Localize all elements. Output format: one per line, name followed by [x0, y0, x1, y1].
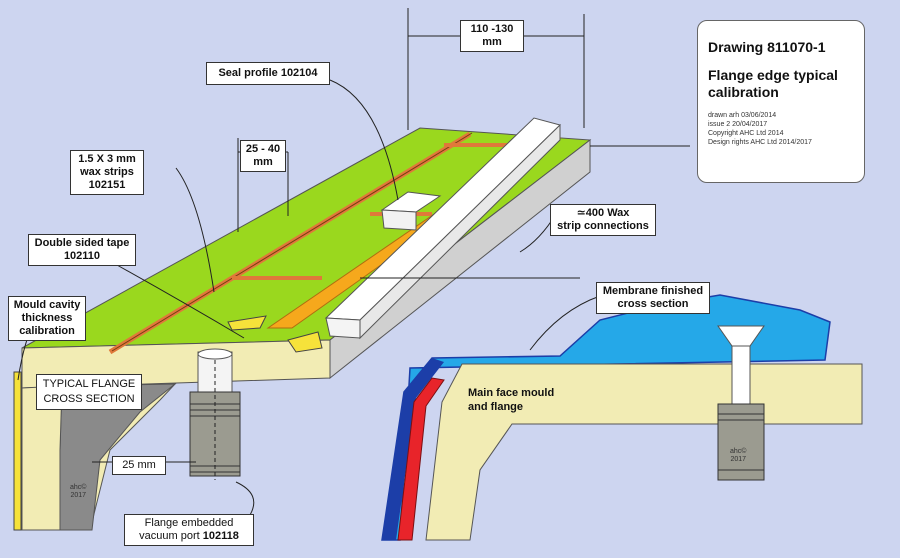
vacuum-port-body: [717, 403, 765, 481]
mould-cavity-label: Mould cavity thickness calibration: [8, 296, 86, 341]
title-line-1: Flange edge typical: [708, 67, 838, 83]
wax-strips-label: 1.5 X 3 mm wax strips 102151: [70, 150, 144, 195]
vacuum-port-label: Flange embedded vacuum port 102118: [124, 514, 254, 546]
drawing-meta: drawn arh 03/06/2014 issue 2 20/04/2017 …: [708, 111, 854, 147]
dim-unit: mm: [482, 36, 502, 48]
stamp-text: 2017: [730, 456, 747, 463]
leader-line: [107, 259, 245, 339]
flange-cross-section-label: TYPICAL FLANGE CROSS SECTION: [36, 374, 142, 410]
stamp-right: ahc© 2017: [730, 448, 746, 464]
label-text: CROSS SECTION: [43, 393, 135, 405]
edge-strip: [13, 371, 22, 531]
dim-value: 25 mm: [122, 459, 156, 471]
label-text: vacuum port 102118: [129, 530, 249, 543]
label-text: TYPICAL FLANGE: [42, 378, 136, 390]
label-text: Double sided tape: [34, 237, 130, 249]
stamp-text: ahc©: [70, 484, 87, 491]
leader-line: [235, 481, 255, 516]
leader-line: [175, 167, 215, 293]
tape-tab: [227, 315, 267, 331]
tape-tab: [287, 331, 323, 353]
vacuum-port-insert: [731, 345, 751, 407]
label-text: ≃400 Wax: [576, 207, 630, 219]
label-text: wax strips: [80, 166, 134, 178]
vacuum-port-top: [197, 348, 233, 360]
stamp-text: 2017: [70, 492, 87, 499]
dim-label-110-130: 110 -130 mm: [460, 20, 524, 52]
wax-strip-line: [111, 132, 473, 352]
label-text: 102110: [63, 250, 101, 262]
label-text: thickness: [21, 312, 73, 324]
label-text: 102151: [88, 179, 126, 191]
stamp-left: ahc© 2017: [70, 484, 86, 500]
drawing-number: Drawing 811070-1: [708, 39, 826, 55]
seal-sample-front: [381, 209, 417, 231]
leader-line: [329, 79, 399, 201]
dim-label-25-40: 25 - 40 mm: [240, 140, 286, 172]
title-line-2: calibration: [708, 84, 779, 100]
dim-value: 25 - 40: [245, 143, 281, 155]
label-text: Flange embedded: [144, 517, 234, 529]
tape-label: Double sided tape 102110: [28, 234, 136, 266]
dim-value: 110 -130: [470, 23, 514, 35]
mould-side-face: [329, 138, 591, 380]
label-text: 1.5 X 3 mm: [78, 153, 136, 165]
label-text-part: vacuum port: [139, 530, 200, 542]
label-text: strip connections: [557, 220, 649, 232]
dim-label-25mm: 25 mm: [112, 456, 166, 475]
membrane-dark-edge: [382, 358, 444, 540]
label-text: Mould cavity: [13, 299, 81, 311]
main-face-label: Main face mould and flange: [468, 386, 554, 414]
label-text: and flange: [468, 401, 524, 413]
meta-line: drawn arh 03/06/2014: [708, 112, 777, 119]
membrane-label: Membrane finished cross section: [596, 282, 710, 314]
meta-line: Design rights AHC Ltd 2014/2017: [708, 139, 812, 146]
meta-line: issue 2 20/04/2017: [708, 121, 768, 128]
label-text: Main face mould: [468, 387, 555, 399]
label-text: cross section: [617, 298, 689, 310]
part-number: 102118: [202, 530, 239, 542]
wax-connections-label: ≃400 Wax strip connections: [550, 204, 656, 236]
label-text: calibration: [19, 325, 75, 337]
red-layer: [397, 377, 445, 541]
seal-profile-label: Seal profile 102104: [206, 62, 330, 85]
label-text: Membrane finished: [602, 285, 704, 297]
dim-unit: mm: [253, 156, 273, 168]
drawing-title: Flange edge typical calibration: [708, 67, 854, 101]
title-card: Drawing 811070-1 Flange edge typical cal…: [697, 20, 865, 183]
leader-line: [529, 295, 601, 351]
label-text: Seal profile 102104: [218, 67, 318, 79]
stamp-text: ahc©: [730, 448, 747, 455]
meta-line: Copyright AHC Ltd 2014: [708, 130, 784, 137]
seal-profile-end: [325, 317, 361, 339]
